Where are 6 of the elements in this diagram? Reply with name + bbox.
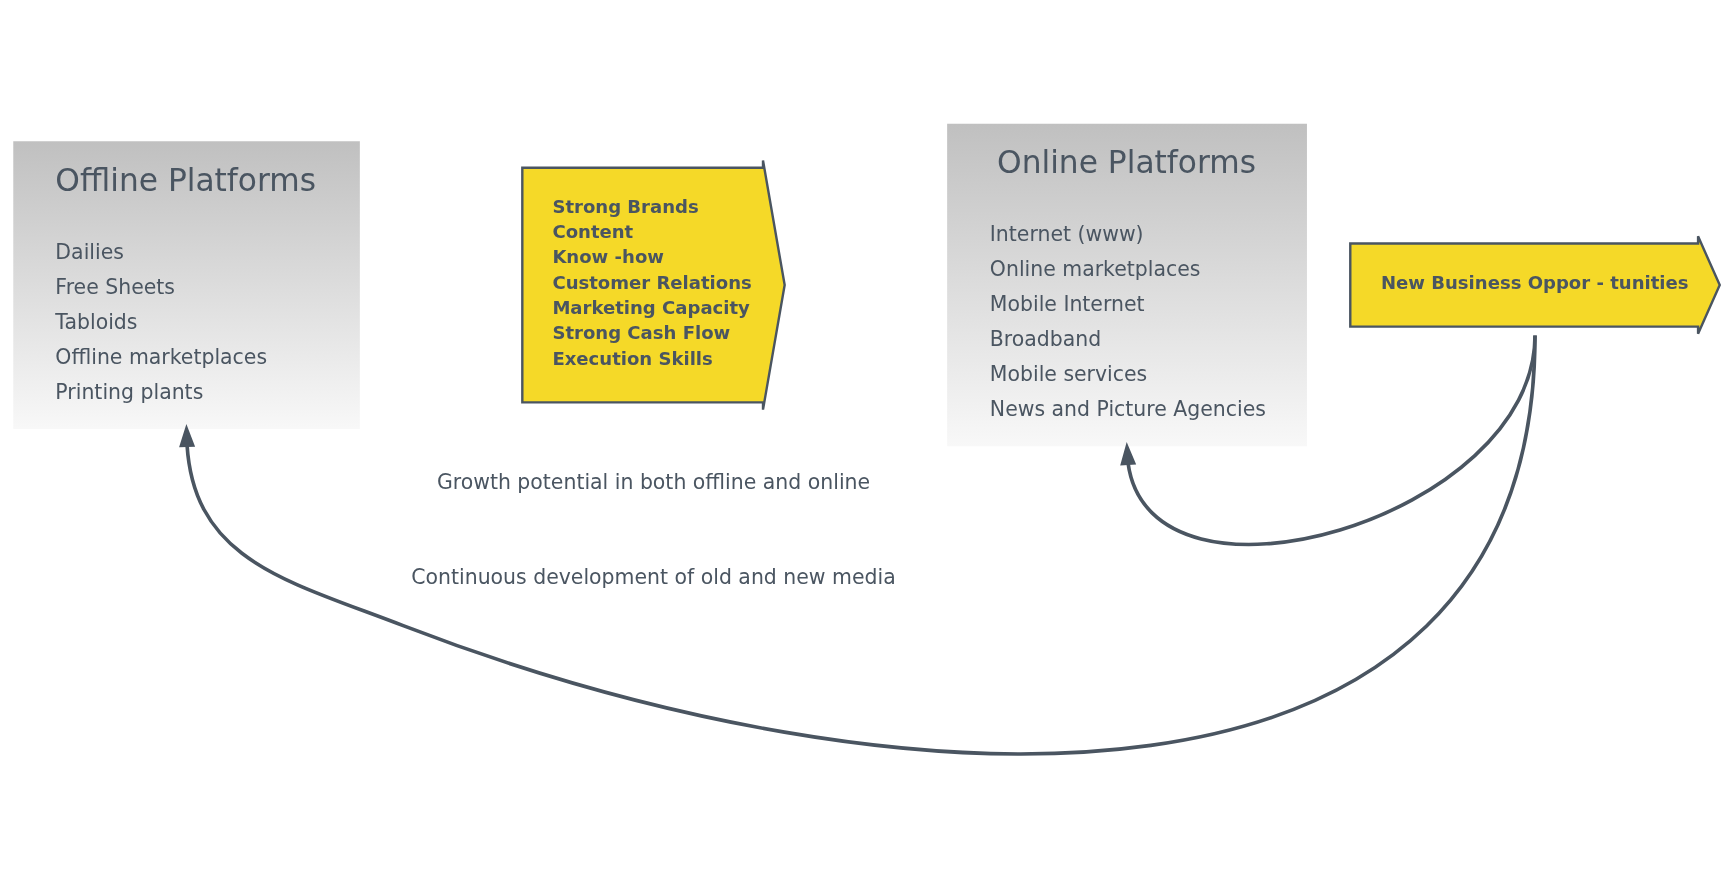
label: Growth potential in both offline and online: [436, 469, 871, 494]
arrow: [1120, 335, 1537, 547]
arrow: [179, 335, 1537, 756]
label: Continuous development of old and new media: [411, 564, 896, 589]
node-box: Online Platforms Internet (www) Online marketplaces Mobile Internet Broadband Mobile services News and Picture Agencies: [947, 123, 1307, 447]
node-box: Offline Platforms Dailies Free Sheets Tabloids Offline marketplaces Printing plants: [13, 141, 360, 429]
